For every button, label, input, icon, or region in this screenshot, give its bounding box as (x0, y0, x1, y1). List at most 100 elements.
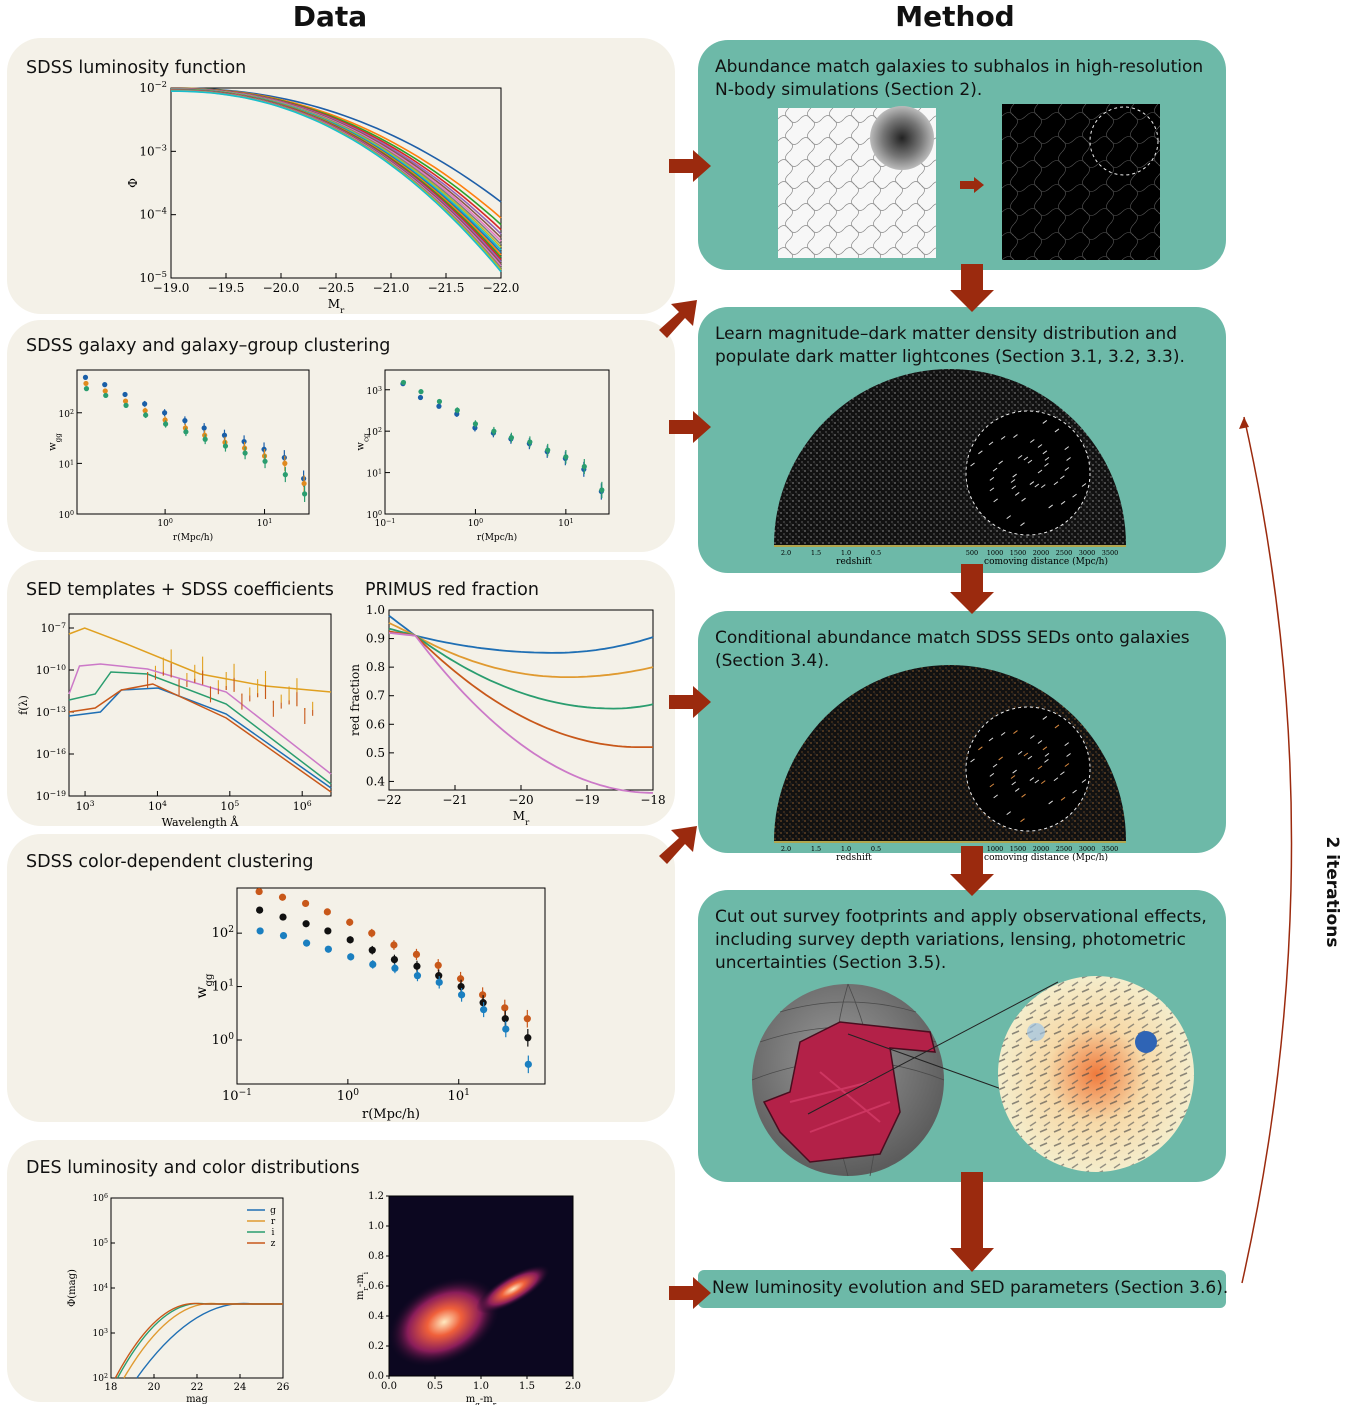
lc2-zoom-feature (1014, 788, 1020, 792)
ccmap-xtick-label: 1.5 (519, 1381, 535, 1392)
chart-luminosity-function: −19.0−19.5−20.0−20.5−21.0−21.5−22.010−21… (126, 79, 519, 316)
lc1-zoom-feature (1023, 456, 1029, 461)
wcg-point (491, 428, 497, 434)
arrow-up-right-icon-1 (659, 300, 697, 338)
ccmap-ytick-label: 0.4 (368, 1311, 384, 1322)
wcg-point (472, 421, 479, 427)
cc-point (456, 975, 465, 983)
method-text-2: Learn magnitude–dark matter density dist… (715, 324, 1185, 367)
lc2-zoom-feature (1017, 751, 1023, 755)
lc2-zoom-feature (1037, 740, 1043, 744)
lc1-zoom-feature (1000, 436, 1006, 440)
wgg-point (142, 401, 148, 407)
primus-series-line (388, 630, 653, 748)
lc1-zoom-feature (992, 467, 998, 472)
wgg-point (122, 391, 128, 398)
cc-point (412, 950, 421, 959)
primus-ytick-label: 1.0 (366, 603, 385, 617)
lc2-zoom-feature (1020, 818, 1025, 823)
wgg-point (102, 388, 108, 394)
wcg-xtick-label: 100 (468, 518, 483, 530)
cc-point (413, 972, 422, 980)
primus-ytick-label: 0.9 (366, 632, 385, 646)
iterations-label: 2 iterations (1322, 836, 1342, 948)
cc-point (346, 936, 354, 944)
primus-xlabel: Mr (513, 809, 530, 828)
lc2-zoom-feature (992, 763, 998, 768)
panel-label-primus: PRIMUS red fraction (365, 580, 539, 600)
arrow-up-right-icon-2 (659, 826, 697, 864)
sed-xtick-label: 105 (220, 799, 239, 814)
lc2-zoom-feature (1029, 735, 1035, 739)
simulation-halo-zoom (870, 106, 934, 170)
wgg-point (102, 382, 108, 388)
lc1-distance-tick: 1000 (987, 549, 1004, 557)
primus-ytick-label: 0.5 (366, 746, 385, 760)
lf-xtick-label: −21.0 (373, 281, 410, 295)
lc1-zoom-feature (1029, 439, 1035, 443)
lc2-zoom-circle (965, 706, 1091, 832)
ccmap-ytick-label: 0.0 (368, 1371, 384, 1382)
lc1-redshift-tick: 1.0 (841, 549, 851, 557)
deslf-xlabel: mag (186, 1394, 208, 1405)
wgg-point (162, 417, 168, 423)
panel-des-distributions: DES luminosity and color distributions 1… (7, 1140, 675, 1405)
lc2-zoom-feature (1064, 742, 1070, 746)
sed-template-line (68, 663, 332, 775)
cc-point (301, 899, 310, 908)
lf-ytick-label: 10−3 (139, 142, 167, 158)
cc-ytick-label: 101 (212, 979, 234, 995)
wgg-point (83, 380, 89, 387)
ccmap-ytick-label: 1.2 (368, 1191, 384, 1202)
lc2-zoom-feature (1012, 769, 1017, 774)
cc-point (368, 946, 376, 954)
cc-point (368, 929, 376, 937)
wcg-point (472, 425, 478, 431)
lc1-zoom-feature (1048, 504, 1053, 509)
lc2-zoom-feature (1044, 752, 1050, 757)
cc-point (480, 1006, 488, 1014)
method-box-abundance-match: Abundance match galaxies to subhalos in … (698, 40, 1226, 270)
lf-series-line (171, 87, 502, 203)
method-text-5: New luminosity evolution and SED paramet… (712, 1278, 1229, 1298)
wcg-point (599, 487, 605, 493)
sed-ytick-label: 10−7 (41, 621, 66, 636)
panel-galaxy-clustering: SDSS galaxy and galaxy–group clustering … (7, 320, 675, 552)
wgg-point (143, 412, 149, 418)
deslf-legend-label: z (271, 1239, 276, 1249)
cc-point (434, 961, 442, 969)
lc2-distance-tick: 2000 (1033, 845, 1050, 853)
cc-point (413, 962, 421, 970)
lf-ytick-label: 10−5 (139, 269, 167, 285)
wgg-point (162, 410, 168, 416)
panel-label-galaxy-clustering: SDSS galaxy and galaxy–group clustering (26, 336, 391, 356)
lc2-zoom-feature (1048, 800, 1053, 805)
sed-template-line (68, 687, 332, 789)
method-box-sed-match: Conditional abundance match SDSS SEDs on… (698, 611, 1226, 863)
lc2-zoom-feature (1072, 789, 1077, 794)
deslf-xtick-label: 26 (277, 1382, 290, 1393)
ccmap-density-ridge (476, 1264, 551, 1314)
deslf-series-line (116, 1302, 283, 1379)
cc-point (457, 982, 465, 991)
cc-frame (236, 887, 546, 1085)
primus-ytick-label: 0.7 (366, 689, 385, 703)
cc-ytick-label: 100 (212, 1032, 235, 1048)
lc2-zoom-feature (1054, 724, 1060, 729)
method-text-1: Abundance match galaxies to subhalos in … (715, 57, 1204, 100)
wcg-ytick-label: 103 (367, 385, 382, 396)
sed-frame (68, 613, 332, 797)
lc2-redshift-tick: 2.0 (781, 845, 791, 853)
ccmap-ytick-label: 0.6 (368, 1281, 384, 1292)
lc2-distance-tick: 1000 (987, 845, 1004, 853)
lf-xlabel: Mr (328, 297, 345, 316)
lc2-redshift-tick: 1.5 (811, 845, 821, 853)
ccmap-xtick-label: 0.0 (381, 1381, 397, 1392)
lc1-distance-tick: 2500 (1056, 549, 1073, 557)
lc1-zoom-feature (1037, 469, 1043, 474)
wgg-point (122, 398, 129, 404)
lc1-zoom-feature (1021, 497, 1026, 502)
lc1-zoom-feature (1010, 479, 1016, 483)
lc2-redshift-label: redshift (836, 853, 872, 863)
